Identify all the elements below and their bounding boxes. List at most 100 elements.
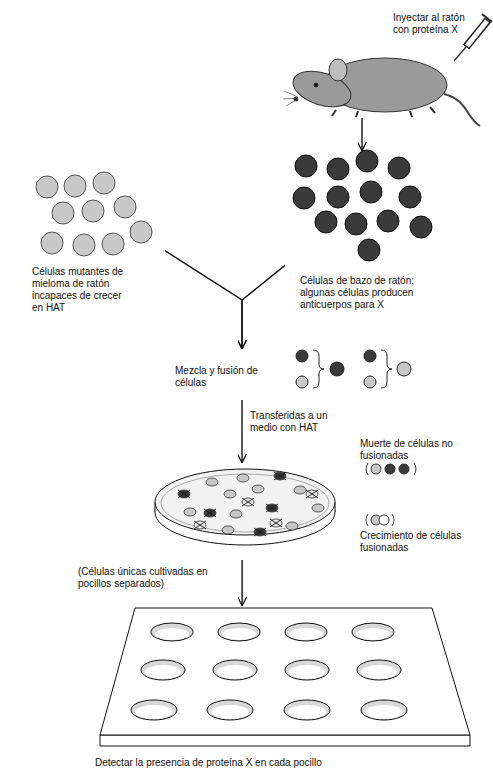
well-floor: [356, 628, 390, 640]
spleen-cell: [356, 150, 378, 172]
well: [361, 700, 407, 720]
petri-dish: [155, 469, 335, 545]
myeloma-cell: [52, 202, 74, 224]
well-floor: [289, 665, 325, 679]
brace: [313, 350, 324, 388]
stage-node: Inyectar al ratón con proteína X: [295, 5, 480, 118]
myeloma-cell-icon: [397, 362, 411, 376]
live-cell: [294, 486, 306, 494]
parenthesis: [366, 463, 416, 475]
brace: [381, 350, 392, 388]
myeloma-cell: [93, 172, 115, 194]
live-cell: [286, 522, 298, 530]
well: [131, 700, 177, 720]
mouse-illustration: [283, 58, 480, 126]
well-floor: [365, 705, 403, 719]
live-cell: [230, 510, 242, 518]
well-plate: [100, 608, 470, 746]
syringe-barrel-inner: [467, 21, 487, 46]
dish-rim: [161, 474, 329, 532]
spleen-cell-icon: [330, 362, 344, 376]
spleen-cell-icon: [385, 464, 395, 474]
live-cell: [252, 485, 264, 493]
myeloma-cell: [36, 176, 58, 198]
well: [207, 700, 253, 720]
well-floor: [135, 705, 173, 719]
node-text: Inyectar al ratón con proteína X: [393, 12, 478, 36]
myeloma-cells: [36, 172, 152, 256]
myeloma-cell: [64, 175, 86, 197]
well-floor: [361, 665, 397, 679]
mouse-legs: [332, 107, 435, 117]
mouse-eye: [314, 83, 318, 87]
stage-node: Células mutantes de mieloma de ratón inc…: [28, 170, 165, 322]
myeloma-cell-icon: [371, 464, 381, 474]
well-floor: [217, 665, 253, 679]
flow-arrow: [241, 560, 242, 605]
spleen-cell-icon: [364, 350, 376, 362]
spleen-cell: [295, 155, 317, 177]
spleen-cell: [345, 213, 367, 235]
node-text: Muerte de células no fusionadas: [360, 438, 470, 462]
hybrid-cell-icon: [379, 515, 389, 525]
stage-node: Detectar la presencia de proteína X en c…: [95, 605, 475, 748]
mouse-tail: [444, 94, 480, 126]
spleen-cell: [315, 211, 337, 233]
node-text: Células de bazo de ratón; algunas célula…: [300, 275, 430, 311]
parenthesis: [366, 514, 394, 526]
live-cell: [312, 504, 324, 512]
mouse-whiskers: [283, 91, 298, 106]
well: [352, 623, 394, 641]
spleen-cell: [388, 157, 410, 179]
syringe-plunger: [482, 14, 492, 22]
well: [285, 660, 329, 680]
well-floor: [155, 628, 189, 640]
well: [213, 660, 257, 680]
stage-node: Células de bazo de ratón; algunas célula…: [285, 150, 440, 320]
mouse-ear: [329, 59, 347, 81]
well-floor: [289, 628, 323, 640]
dead-cells-icon: [366, 463, 416, 475]
spleen-cell: [399, 186, 421, 208]
myeloma-cell-icon: [364, 376, 376, 388]
well: [151, 623, 193, 641]
node-text: Crecimiento de células fusionadas: [360, 530, 475, 554]
spleen-cell: [410, 216, 432, 238]
myeloma-cell: [102, 233, 124, 255]
spleen-cell: [377, 210, 399, 232]
myeloma-cell: [73, 234, 95, 256]
myeloma-cell: [82, 200, 104, 222]
myeloma-cell: [114, 196, 136, 218]
well-floor: [288, 705, 326, 719]
myeloma-cell: [130, 221, 152, 243]
live-cell: [224, 490, 236, 498]
stage-node: Mezcla y fusión de células: [170, 348, 420, 400]
well: [284, 700, 330, 720]
plate-wells: [131, 623, 407, 720]
live-cell: [237, 474, 249, 482]
well: [141, 660, 185, 680]
well: [357, 660, 401, 680]
well: [218, 623, 260, 641]
flow-arrow: [165, 251, 242, 348]
flow-arrow: [361, 118, 362, 150]
well-highlights: [135, 628, 403, 719]
well: [285, 623, 327, 641]
well-floor: [222, 628, 256, 640]
syringe-barrel: [466, 20, 488, 47]
spleen-cell: [327, 158, 349, 180]
myeloma-cell: [41, 232, 63, 254]
spleen-cell: [360, 181, 382, 203]
node-text: Detectar la presencia de proteína X en c…: [95, 757, 475, 769]
dish-top: [155, 469, 335, 535]
live-cell: [184, 508, 196, 516]
edge-label: (Células únicas cultivadas en pocillos s…: [78, 566, 238, 590]
node-text: Células mutantes de mieloma de ratón inc…: [32, 266, 132, 314]
syringe-needle: [454, 47, 466, 61]
flow-arrow: [241, 400, 242, 462]
flow-arrow: [242, 265, 285, 348]
well-floor: [145, 665, 181, 679]
